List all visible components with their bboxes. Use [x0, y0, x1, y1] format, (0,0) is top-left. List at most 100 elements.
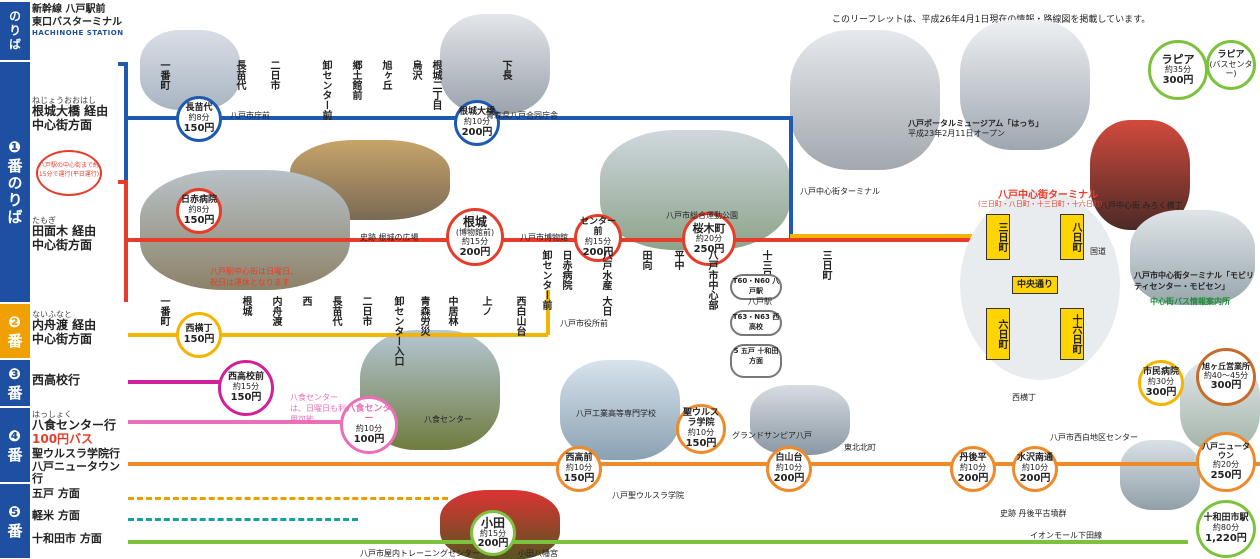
route1-stop-4[interactable]: 卸センター前 — [320, 60, 331, 120]
route4-label: 西高校行 — [32, 373, 80, 388]
stop-nisseki[interactable]: 日赤病院 約8分 150円 — [176, 188, 222, 234]
route1-label: ねじょうおおはし 根城大橋 経由 中心街方面 — [32, 96, 108, 133]
route1-stop-7[interactable]: 烏沢 — [410, 60, 421, 80]
route1-name: 根城大橋 経由 — [32, 104, 109, 119]
route1-stop-3[interactable]: 二日市 — [268, 60, 279, 90]
route1-note-circle: 八戸駅の中心街まで約15分で運行(平日運行) — [36, 150, 102, 196]
route8-name: 軽米 方面 — [32, 509, 80, 522]
stop-shirayamadai[interactable]: 白山台 約10分 200円 — [766, 446, 812, 492]
stop-tangohira[interactable]: 丹後平 約10分 200円 — [950, 446, 996, 492]
label-museum: 八戸市博物館 — [520, 233, 568, 242]
stop-nejo[interactable]: 根城 (博物館前) 約15分 200円 — [446, 208, 504, 266]
route3-stop-10[interactable]: 上ノ — [480, 296, 491, 316]
label-mobisen-info: 中心街バス情報案内所 — [1150, 297, 1230, 306]
label-kotsu: 西横丁 — [1012, 393, 1036, 402]
route3-stop-1[interactable]: 一番町 — [158, 296, 169, 326]
transfer-card-2[interactable]: 八日町 — [1060, 214, 1084, 260]
stop-sakuragi-time: 約20分 — [695, 234, 723, 244]
stop-towada[interactable]: 十和田市駅 約80分 1,220円 — [1196, 500, 1256, 558]
label-gov-office: 青森県八戸合同庁舎 — [486, 111, 558, 120]
stop-newtown-time: 約20分 — [1212, 459, 1240, 469]
stop-shirayamadai-fare: 200円 — [773, 472, 805, 484]
route3-stop-12[interactable]: 大日 — [600, 296, 611, 316]
origin-box: 新幹線 八戸駅前 東口バスターミナル HACHINOHE STATION — [32, 4, 126, 58]
route3-stop-8[interactable]: 青森労災 — [418, 296, 429, 336]
route1-stop-14[interactable]: 平中 — [672, 250, 683, 270]
transfer-card-2-label: 八日町 — [1070, 222, 1081, 252]
stop-hasshoku-name: 八食センター — [346, 404, 392, 425]
transfer-card-3[interactable]: 六日町 — [986, 308, 1010, 360]
route2-line-center — [790, 234, 990, 238]
route2-line — [128, 238, 988, 242]
stop-ursula-fare: 150円 — [685, 437, 717, 449]
route1-stop-1[interactable]: 一番町 — [158, 60, 169, 90]
route1-stop-2[interactable]: 長苗代 — [234, 60, 245, 90]
stop-shirayamadai-name: 白山台 — [775, 453, 803, 464]
route1-stop-6[interactable]: 旭ヶ丘 — [380, 60, 391, 90]
stop-center-mae-time: 約15分 — [584, 236, 612, 246]
route1-stop-8[interactable]: 根城二丁目 — [430, 60, 441, 110]
stop-nishiyokocho[interactable]: 西横丁 150円 — [176, 312, 222, 358]
stop-asahigaoka-fare: 300円 — [1210, 380, 1242, 392]
stop-suishin[interactable]: 水沢南通 約10分 200円 — [1012, 446, 1058, 492]
stop-newtown[interactable]: 八戸ニュータウン 約20分 250円 — [1196, 432, 1256, 492]
stop-nejo-name: 根城 — [462, 215, 487, 230]
route3-stop-11[interactable]: 西白山台 — [514, 296, 525, 336]
stop-ursula[interactable]: 聖ウルスラ学院 約10分 150円 — [676, 404, 726, 454]
stop-asahigaoka-name: 旭ヶ丘営業所 — [1202, 361, 1250, 371]
label-city-hall-2: 八戸市役所前 — [560, 319, 608, 328]
stop-tangohira-fare: 200円 — [957, 472, 989, 484]
stop-lapia-center-name: ラピア — [1217, 50, 1245, 61]
route1-stop-16[interactable]: 十三日町 — [760, 250, 771, 290]
stop-nejo-ohashi-time: 約10分 — [463, 117, 491, 127]
stop-nishikouri[interactable]: 西高前 約10分 150円 — [556, 446, 602, 492]
stop-naganawashiro[interactable]: 長苗代 約8分 150円 — [176, 96, 222, 142]
stop-kotsuka-time: 約15分 — [479, 528, 507, 538]
route3-stop-5[interactable]: 長苗代 — [330, 296, 341, 326]
transfer-card-1[interactable]: 三日町 — [986, 214, 1010, 260]
route3-stop-3[interactable]: 内舟渡 — [270, 296, 281, 326]
route1-stop-13[interactable]: 田向 — [640, 250, 651, 270]
route3-stop-7[interactable]: 卸センター入口 — [392, 296, 403, 366]
route1-stop-12[interactable]: 八戸水産 — [600, 250, 611, 290]
label-portal-sub: 平成23年2月11日オープン — [908, 129, 1005, 138]
route3-stop-4[interactable]: 西 — [300, 296, 311, 306]
label-hasshoku-note: 八食センターは、日曜日も利用可能 — [290, 393, 346, 424]
route1-stop-11[interactable]: 日赤病院 — [560, 250, 571, 290]
stop-asahigaoka[interactable]: 旭ヶ丘営業所 約40〜45分 300円 — [1196, 348, 1256, 406]
route5-name: 八食センター行 — [32, 418, 117, 433]
stop-lapia[interactable]: ラピア 約35分 300円 — [1148, 40, 1208, 100]
stop-hasshoku[interactable]: 八食センター 約10分 100円 — [340, 396, 398, 454]
label-ion: イオンモール下田線 — [1030, 531, 1102, 540]
route3-name: 内舟渡 経由 — [32, 318, 97, 333]
tab-platform-5: ❺番 — [0, 484, 30, 558]
route1-stop-9[interactable]: 下長 — [500, 60, 511, 80]
route7-line — [128, 497, 448, 500]
route3-label: ないふなと 内舟渡 経由 中心街方面 — [32, 310, 96, 347]
photo-kita — [750, 385, 850, 455]
stop-kotsuka[interactable]: 小田 約15分 200円 — [470, 510, 516, 556]
stop-nishi-koukou[interactable]: 西高校前 約15分 150円 — [218, 360, 274, 416]
tab-platform-1-label: ❶番のりば — [5, 138, 24, 226]
route1-stop-17[interactable]: 三日町 — [820, 250, 831, 280]
stop-shimin-hp[interactable]: 市民病院 約30分 300円 — [1138, 360, 1184, 406]
stop-lapia-center[interactable]: ラピア (バスセンター) — [1206, 40, 1256, 90]
route3-stop-9[interactable]: 中居林 — [446, 296, 457, 326]
stop-nejo-ohashi[interactable]: 根城大橋 約10分 200円 — [454, 100, 500, 146]
transfer-card-4[interactable]: 十六日町 — [1060, 308, 1084, 360]
route3-connector — [546, 290, 550, 335]
stop-naganawashiro-time: 約8分 — [188, 113, 210, 123]
route1-stop-15[interactable]: 八戸市中心部 — [706, 250, 717, 310]
route3-stop-6[interactable]: 二日市 — [360, 296, 371, 326]
stop-nishikouri-time: 約10分 — [565, 463, 593, 473]
stop-sakuragi[interactable]: 桜木町 約20分 250円 — [682, 212, 736, 266]
stop-center-mae[interactable]: センター前 約15分 200円 — [574, 214, 622, 262]
route3-stop-2[interactable]: 根城 — [240, 296, 251, 316]
stop-tangohira-name: 丹後平 — [959, 453, 987, 464]
stop-center-mae-fare: 200円 — [582, 246, 614, 258]
route1-stop-10[interactable]: 卸センター前 — [540, 250, 551, 310]
stop-nishikouri-fare: 150円 — [563, 472, 595, 484]
route-box-s: 5 五戸 十和田方面 — [730, 344, 782, 378]
route1-stop-5[interactable]: 郷土館前 — [350, 60, 361, 100]
label-note-r2: 八戸駅中心街は日曜日、祝日は運休となります — [210, 267, 298, 287]
